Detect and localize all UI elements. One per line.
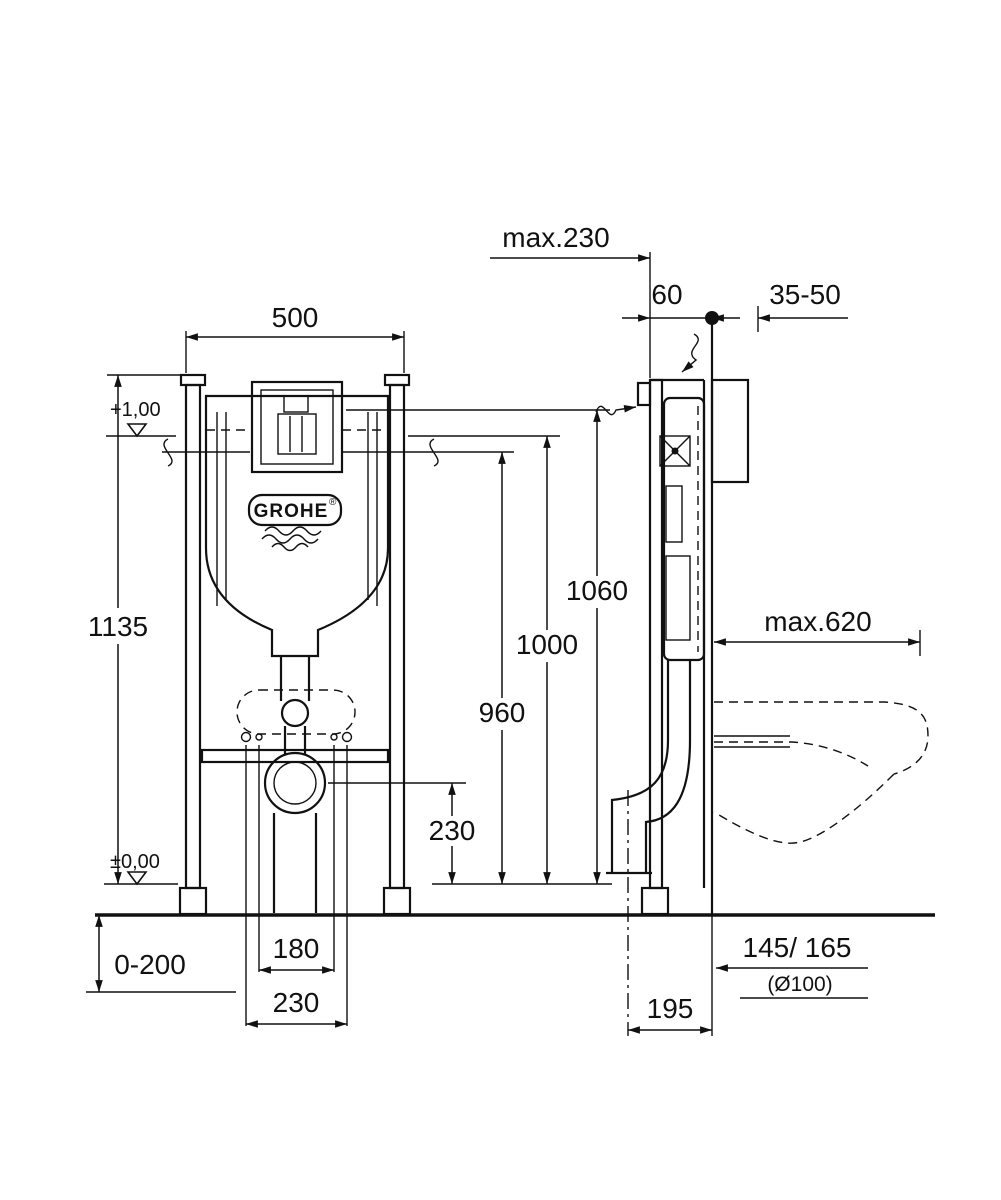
bend-elbow — [280, 698, 310, 728]
dim-floor-buildup: 0-200 — [114, 949, 186, 980]
squiggle-arrow-left — [595, 405, 637, 416]
flush-plate-edge — [636, 381, 652, 407]
bend-zone-outline — [236, 689, 356, 735]
dim-height-1060: 1060 — [566, 575, 628, 606]
flush-plate-shaft — [250, 380, 344, 474]
cistern — [204, 394, 390, 658]
dim-height-1000: 1000 — [516, 629, 578, 660]
fixing-point-center — [671, 447, 679, 455]
wall-mounting-plate — [710, 378, 750, 484]
dim-fixing-180: 180 — [273, 933, 320, 964]
flush-valve-top — [283, 395, 309, 413]
level-triangle-top — [126, 423, 148, 438]
toilet-bowl-outline — [713, 701, 929, 844]
wall-break-marks — [162, 438, 514, 467]
dim-fixing-230: 230 — [273, 987, 320, 1018]
reference-dot — [705, 311, 719, 325]
supply-squiggle-arrows — [595, 333, 699, 416]
left-foot — [178, 886, 208, 916]
dim-max-projection: max.620 — [764, 606, 871, 637]
dim-top-offset: 60 — [651, 279, 682, 310]
dim-frame-height: 1135 — [88, 611, 148, 642]
flush-bend-and-drain — [236, 656, 356, 913]
level-plus-100: +1,00 — [110, 399, 161, 421]
drain-inner — [273, 761, 317, 805]
grohe-logo: GROHE ® — [247, 493, 343, 552]
cross-bar — [200, 748, 390, 764]
dim-outlet-height: 230 — [429, 815, 476, 846]
level-zero: ±0,00 — [110, 851, 160, 873]
fixing-point-symbol — [659, 435, 691, 467]
break-squiggle-left — [163, 438, 173, 467]
dim-outlet-offset: 145/ 165 — [743, 932, 852, 963]
dim-frame-width: 500 — [272, 302, 319, 333]
squiggle-arrow-top — [681, 333, 699, 373]
drain-outer — [263, 751, 327, 815]
registered-mark: ® — [329, 497, 337, 508]
side-foot — [640, 886, 670, 916]
logo-wave-1 — [264, 526, 322, 536]
break-squiggle-right — [429, 438, 439, 467]
level-triangle-floor — [126, 871, 148, 886]
fixing-bolts — [240, 731, 353, 743]
side-flush-bend — [606, 660, 692, 875]
dim-outlet-diameter: (Ø100) — [767, 973, 832, 996]
logo-wave-3 — [271, 542, 309, 552]
logo-wave-2 — [261, 534, 319, 544]
level-markers: +1,00 ±0,00 — [104, 399, 178, 886]
side-dimensions: max.230 60 35-50 max.620 145/ 165 (Ø100)… — [490, 222, 921, 1036]
flush-valve-body — [277, 413, 317, 455]
grohe-logo-text: GROHE — [254, 501, 329, 522]
side-cistern — [659, 396, 706, 662]
side-frame — [636, 318, 750, 916]
dim-outlet-distance: 195 — [647, 993, 694, 1024]
dim-plate-range: 35-50 — [769, 279, 841, 310]
dim-max-depth: max.230 — [502, 222, 609, 253]
dim-height-960: 960 — [479, 697, 526, 728]
side-view — [595, 318, 929, 916]
front-dimensions: 500 1135 960 1000 1060 230 180 230 — [86, 302, 629, 1028]
front-view: GROHE ® — [104, 373, 514, 916]
frame-rails — [178, 373, 412, 916]
right-foot — [382, 886, 412, 916]
